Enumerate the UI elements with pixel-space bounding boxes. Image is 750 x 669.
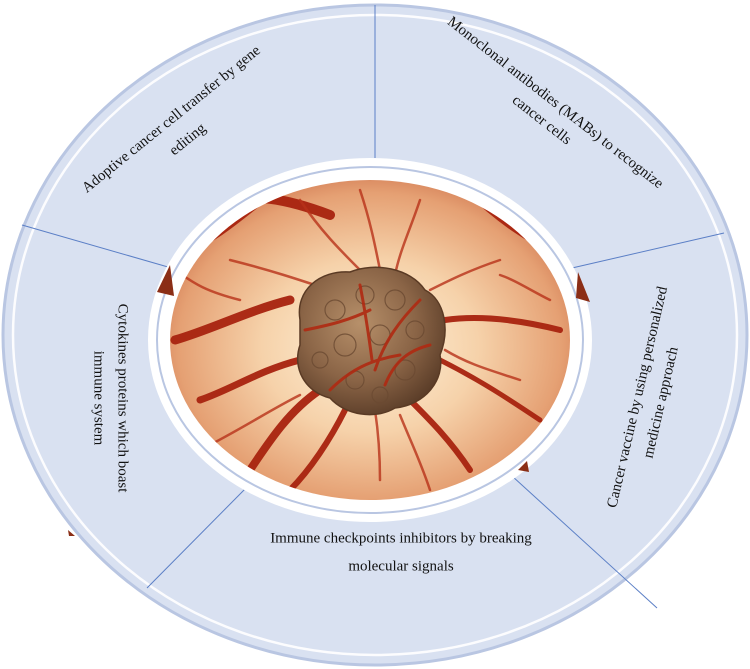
cycle-arrow-1 <box>157 265 174 296</box>
segment-divider-3 <box>511 475 658 609</box>
cycle-arrows <box>68 265 590 536</box>
segment-label-4-line-1: Cytokines proteins which boast <box>115 304 131 494</box>
segment-divider-4 <box>146 486 248 589</box>
segment-divider-5 <box>21 224 169 268</box>
inner-band-edge <box>156 166 584 514</box>
segment-divider-2 <box>571 232 725 269</box>
segment-label-3: Immune checkpoints inhibitors by breakin… <box>270 530 532 574</box>
segment-label-4-line-2: immune system <box>91 351 107 446</box>
segment-dividers <box>21 5 725 609</box>
cycle-arrow-3 <box>518 461 529 472</box>
segment-label-4: Cytokines proteins which boast immune sys… <box>91 304 131 494</box>
segment-label-3-line-2: molecular signals <box>348 558 454 574</box>
cycle-arrow-2 <box>576 272 590 302</box>
segment-label-3-line-1: Immune checkpoints inhibitors by breakin… <box>270 530 532 546</box>
cycle-arrow-4 <box>68 530 75 536</box>
